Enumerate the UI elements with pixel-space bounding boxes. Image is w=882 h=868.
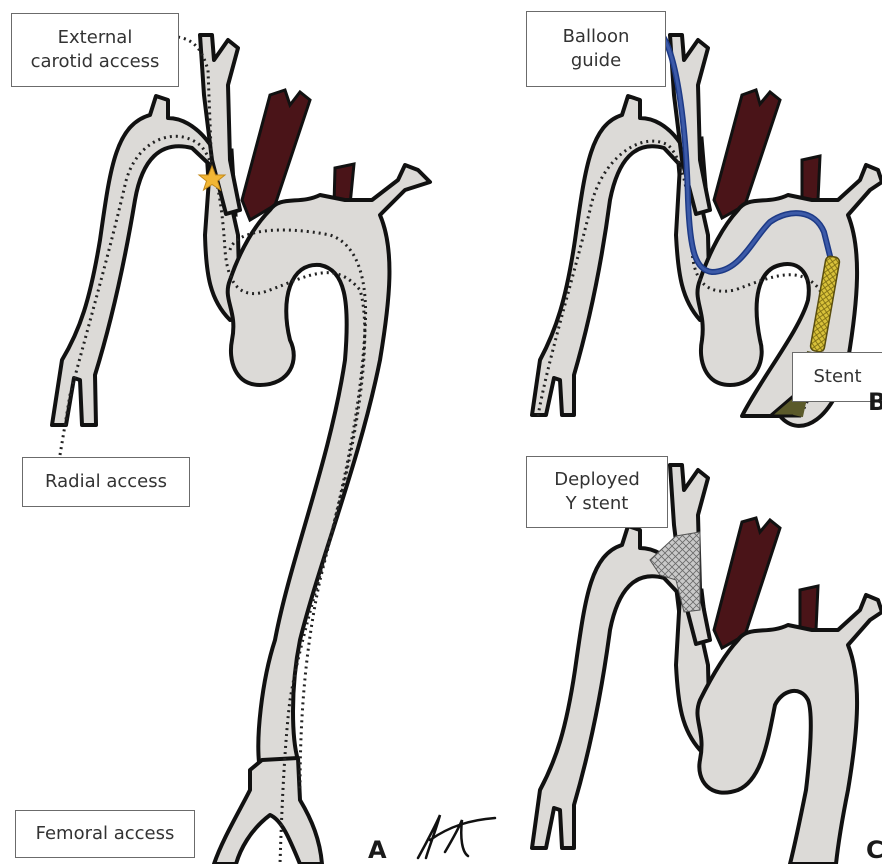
label-femoral-access-text: Femoral access bbox=[36, 822, 175, 846]
panel-letter-c: C bbox=[866, 836, 882, 864]
panel-a bbox=[52, 35, 495, 864]
aorta-vessel bbox=[228, 165, 430, 770]
b-subclavian-dark bbox=[802, 156, 820, 200]
label-external-carotid-access: External carotid access bbox=[11, 13, 179, 87]
label-external-carotid-line1: External bbox=[58, 26, 133, 50]
deployed-y-stent bbox=[650, 532, 700, 612]
panel-letter-a: A bbox=[368, 836, 387, 864]
panel-letter-b: B bbox=[868, 388, 882, 416]
label-deployed-line2: Y stent bbox=[566, 492, 629, 516]
label-stent-text: Stent bbox=[813, 365, 861, 389]
label-radial-access: Radial access bbox=[22, 457, 190, 507]
label-external-carotid-line2: carotid access bbox=[31, 50, 160, 74]
label-balloon-guide: Balloon guide bbox=[526, 11, 666, 87]
label-balloon-line1: Balloon bbox=[563, 25, 630, 49]
label-deployed-y-stent: Deployed Y stent bbox=[526, 456, 668, 528]
label-radial-access-text: Radial access bbox=[45, 470, 167, 494]
c-subclavian-dark bbox=[800, 586, 818, 630]
iliac-vessels bbox=[214, 758, 322, 864]
label-balloon-line2: guide bbox=[571, 49, 621, 73]
signature-icon bbox=[418, 815, 495, 858]
label-deployed-line1: Deployed bbox=[554, 468, 640, 492]
label-femoral-access: Femoral access bbox=[15, 810, 195, 858]
